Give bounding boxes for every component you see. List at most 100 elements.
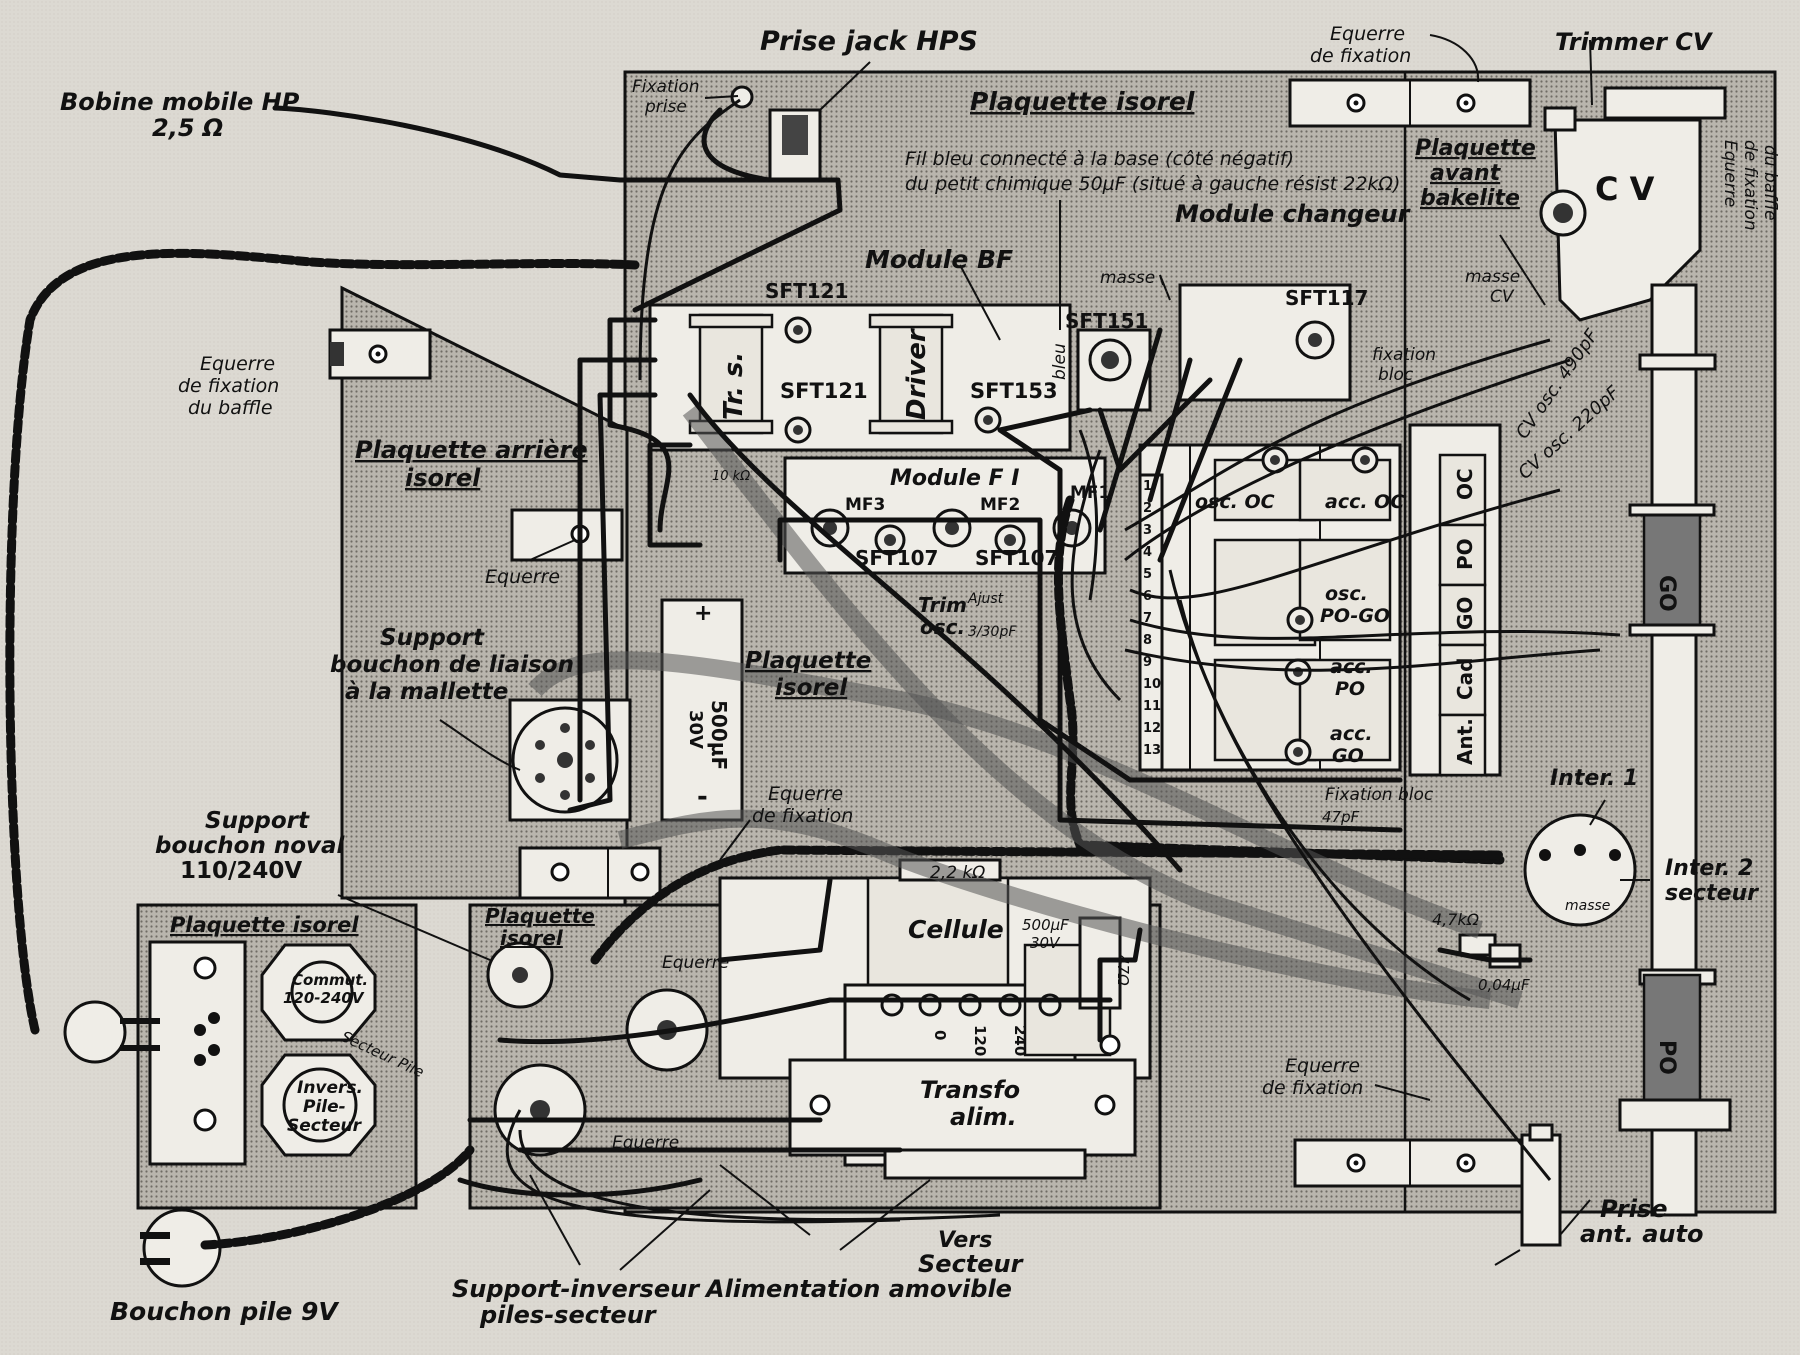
label-inter1: Inter. 1: [1550, 766, 1638, 791]
label-r47: 47Ω: [1114, 955, 1132, 986]
label-fil-bleu-2: du petit chimique 50µF (situé à gauche r…: [905, 173, 1400, 195]
label-cv: C V: [1595, 170, 1655, 208]
label-transfo-1: Transfo: [920, 1076, 1020, 1104]
antenna-socket: [1520, 1123, 1562, 1247]
label-commut-2: 120-240V: [283, 989, 365, 1007]
label-invers-1: Invers.: [297, 1078, 363, 1098]
label-baffle-right-3: du baffle: [1760, 145, 1780, 221]
bracket-top: [1288, 78, 1532, 128]
label-plaquette-isorel-top: Plaquette isorel: [970, 87, 1195, 116]
cables: [5, 98, 1621, 1250]
label-inter2-1: Inter. 2: [1665, 856, 1753, 881]
label-bobine-mobile: Bobine mobile HP: [60, 88, 300, 116]
label-ferrite-po: PO: [1654, 1040, 1679, 1075]
label-sft107b: SFT107: [975, 546, 1058, 570]
label-sft107a: SFT107: [855, 546, 938, 570]
label-c500-psu-2: 30V: [1030, 934, 1061, 952]
label-c500-psu-1: 500µF: [1022, 916, 1069, 934]
terminal-number: 8: [1143, 633, 1152, 648]
label-trim-osc-1: Trim: [918, 593, 967, 617]
label-fixation-prise-1: Fixation: [632, 77, 700, 97]
label-support-noval-2: bouchon noval: [155, 833, 346, 859]
label-sft153: SFT153: [970, 379, 1058, 403]
label-trim-osc-2: osc.: [920, 615, 965, 639]
bracket-lower: [518, 846, 662, 900]
label-plaquette-arriere-1: Plaquette arrière: [355, 436, 588, 464]
bracket-bottom: [1293, 1138, 1537, 1188]
label-c004: 0,04µF: [1478, 976, 1530, 994]
label-masse-cv-2: CV: [1490, 287, 1515, 307]
label-support-noval-1: Support: [205, 808, 310, 834]
label-tab-go: GO: [1453, 597, 1477, 630]
label-tr-s: Tr. s.: [719, 352, 749, 420]
label-fil-bleu-1: Fil bleu connecté à la base (côté négati…: [905, 148, 1294, 170]
capacitor-500uf: [660, 598, 744, 822]
label-r10k: 10 kΩ: [712, 469, 750, 484]
label-module-bf: Module BF: [865, 245, 1013, 274]
label-support-inverseur-2: piles-secteur: [479, 1301, 658, 1329]
label-c500-plus: +: [694, 601, 712, 626]
label-bouchon-pile: Bouchon pile 9V: [110, 1297, 339, 1326]
label-tab-cad: Cad: [1453, 658, 1477, 701]
module-bf: [648, 303, 1072, 452]
label-equerre-bottom-2: de fixation: [1262, 1077, 1363, 1099]
label-cellule: Cellule: [908, 915, 1004, 944]
label-masse-top: masse: [1100, 268, 1155, 288]
label-r22k: 2,2 kΩ: [930, 863, 985, 883]
label-ajust-1: Ajust: [967, 591, 1004, 607]
label-tap-0: 0: [931, 1030, 949, 1040]
label-c500-minus: -: [697, 782, 708, 812]
label-prise-jack: Prise jack HPS: [760, 26, 978, 57]
label-tap-240: 240: [1011, 1025, 1029, 1056]
label-fixation-prise-2: prise: [644, 97, 687, 117]
label-baffle-right-1: Equerre: [1720, 140, 1740, 207]
label-baffle-right-2: de fixation: [1740, 140, 1760, 231]
label-bleu: bleu: [1050, 343, 1070, 380]
terminal-number: 7: [1143, 611, 1152, 626]
label-osc-pogo-2: PO-GO: [1320, 605, 1390, 627]
label-invers-2: Pile-: [303, 1097, 346, 1117]
label-prise-ant-1: Prise: [1600, 1195, 1667, 1223]
ferrite-antenna: [1618, 283, 1732, 1217]
bracket-baffle-left: [328, 328, 432, 380]
label-fixation-bloc-2: bloc: [1378, 365, 1414, 385]
label-plaquette-isorel-mid-2: isorel: [775, 675, 848, 701]
socket-liaison: [508, 698, 632, 822]
label-equerre-top-1: Equerre: [1330, 23, 1405, 45]
label-sft121-top: SFT121: [765, 279, 848, 303]
label-acc-oc: acc. OC: [1325, 491, 1404, 513]
label-equerre-mid: Equerre: [485, 566, 560, 588]
label-plaquette-avant-2: avant: [1430, 161, 1502, 186]
label-secteur: Secteur: [918, 1250, 1025, 1278]
module-fi: [783, 456, 1107, 575]
label-tab-po: PO: [1453, 538, 1477, 570]
left-plaquette: [136, 903, 418, 1210]
label-support-noval-3: 110/240V: [180, 858, 302, 884]
module-changeur: [1178, 283, 1352, 402]
label-tab-oc: OC: [1453, 468, 1477, 500]
terminal-number: 12: [1143, 721, 1161, 736]
cv-capacitor: [1539, 86, 1727, 322]
label-prise-ant-2: ant. auto: [1580, 1220, 1703, 1248]
terminal-number: 9: [1143, 655, 1152, 670]
label-mf3: MF3: [845, 495, 885, 515]
label-baffle-left-1: Equerre: [200, 353, 275, 375]
label-plaquette-arriere-2: isorel: [405, 464, 481, 492]
label-baffle-left-2: de fixation: [178, 375, 279, 397]
label-equerre-fix-mid-1: Equerre: [768, 783, 843, 805]
label-vers: Vers: [938, 1228, 992, 1253]
label-osc-oc: osc. OC: [1195, 491, 1275, 513]
label-sft151: SFT151: [1065, 309, 1148, 333]
label-r47k: 4,7kΩ: [1432, 910, 1480, 929]
psu-board: [468, 858, 1162, 1210]
label-acc-go-2: GO: [1332, 745, 1364, 767]
label-c500-1: 500µF: [707, 700, 731, 770]
label-sft117: SFT117: [1285, 286, 1368, 310]
label-plaquette-avant-1: Plaquette: [1415, 136, 1536, 161]
terminal-number: 13: [1143, 743, 1161, 758]
terminal-number: 6: [1143, 589, 1152, 604]
label-acc-po-1: acc.: [1330, 656, 1373, 678]
label-plaquette-isorel-mid-1: Plaquette: [745, 648, 871, 674]
label-acc-go-1: acc.: [1330, 723, 1373, 745]
terminal-number: 5: [1143, 567, 1152, 582]
